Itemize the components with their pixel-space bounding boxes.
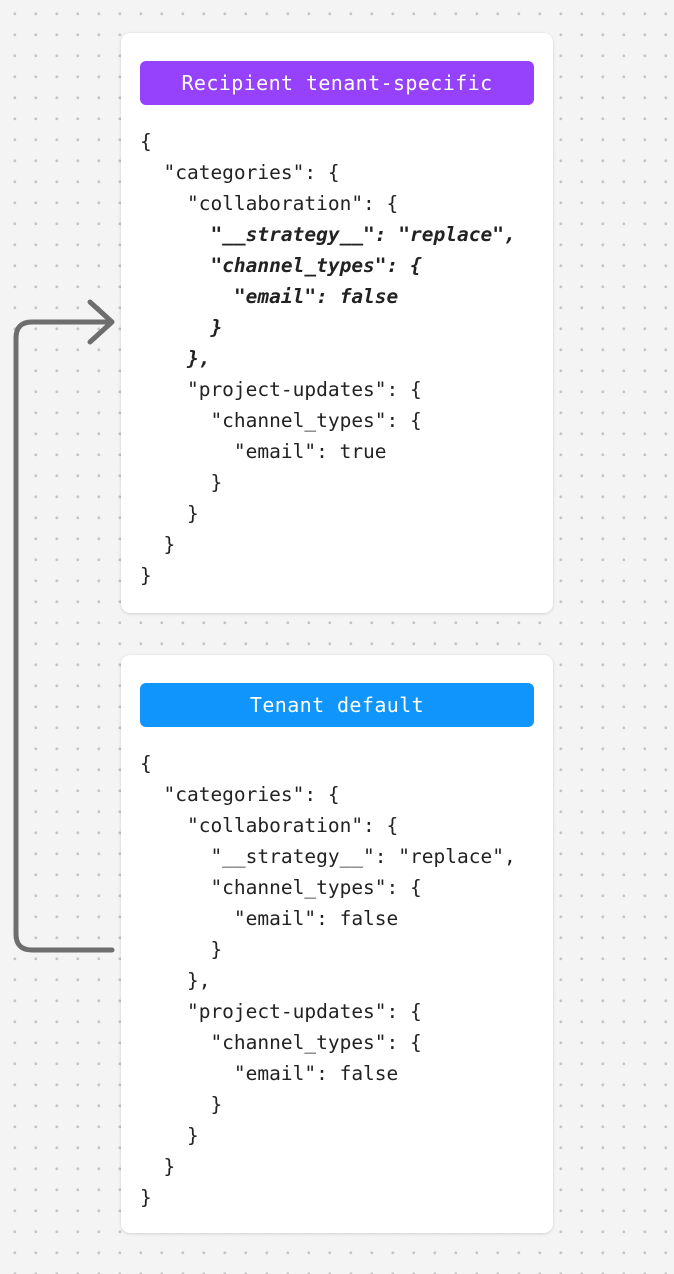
code-line: }: [140, 1124, 199, 1147]
code-line: "email": false: [140, 1062, 399, 1085]
code-line: {: [140, 752, 152, 775]
code-line: "email": false: [140, 285, 399, 308]
code-line: }: [140, 316, 223, 339]
code-line: "project-updates": {: [140, 1000, 422, 1023]
code-line: }: [140, 471, 223, 494]
code-line: "collaboration": {: [140, 814, 399, 837]
code-line: }: [140, 564, 152, 587]
code-line: }: [140, 1186, 152, 1209]
code-line: "channel_types": {: [140, 1031, 422, 1054]
code-line: }: [140, 533, 176, 556]
code-line: "channel_types": {: [140, 876, 422, 899]
badge-tenant-default: Tenant default: [140, 683, 534, 727]
code-line: "__strategy__": "replace",: [140, 845, 516, 868]
code-line: "project-updates": {: [140, 378, 422, 401]
code-block-recipient-tenant-specific: { "categories": { "collaboration": { "__…: [140, 126, 534, 591]
card-recipient-tenant-specific: Recipient tenant-specific { "categories"…: [121, 33, 553, 613]
code-line: "email": false: [140, 907, 399, 930]
code-line: },: [140, 347, 211, 370]
code-line: "collaboration": {: [140, 192, 399, 215]
code-line: "email": true: [140, 440, 387, 463]
code-line: "categories": {: [140, 783, 340, 806]
code-line: }: [140, 1155, 176, 1178]
card-tenant-default: Tenant default { "categories": { "collab…: [121, 655, 553, 1233]
code-line: "categories": {: [140, 161, 340, 184]
code-line: "channel_types": {: [140, 409, 422, 432]
code-block-tenant-default: { "categories": { "collaboration": { "__…: [140, 748, 534, 1213]
code-line: }: [140, 502, 199, 525]
code-line: {: [140, 130, 152, 153]
badge-recipient-tenant-specific: Recipient tenant-specific: [140, 61, 534, 105]
code-line: "__strategy__": "replace",: [140, 223, 516, 246]
code-line: }: [140, 1093, 223, 1116]
code-line: "channel_types": {: [140, 254, 422, 277]
code-line: }: [140, 938, 223, 961]
code-line: },: [140, 969, 211, 992]
